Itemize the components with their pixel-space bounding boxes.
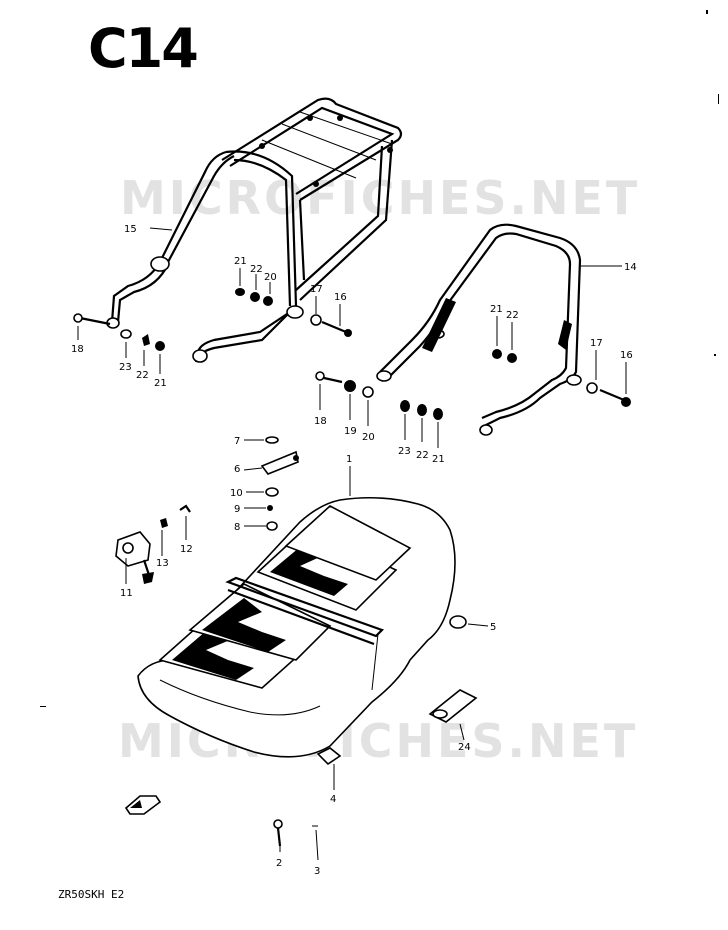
callout-22: 22 — [136, 370, 149, 381]
callout-22: 22 — [506, 310, 519, 321]
callout-22: 22 — [250, 264, 263, 275]
grab-rail-drawing — [376, 223, 582, 436]
callout-20: 20 — [362, 432, 375, 443]
callout-4: 4 — [330, 794, 336, 805]
callout-2: 2 — [276, 858, 282, 869]
page-code: C14 — [88, 17, 199, 80]
callout-13: 13 — [156, 558, 169, 569]
callout-16: 16 — [334, 292, 347, 303]
callout-11: 11 — [120, 588, 133, 599]
callout-22: 22 — [416, 450, 429, 461]
seat-drawing — [137, 496, 456, 758]
callout-17: 17 — [590, 338, 603, 349]
callout-12: 12 — [180, 544, 193, 555]
model-code: ZR50SKH E2 — [58, 888, 125, 901]
scan-mark — [706, 10, 708, 14]
callout-23: 23 — [398, 446, 411, 457]
callout-15: 15 — [124, 224, 137, 235]
callout-18: 18 — [71, 344, 84, 355]
callout-8: 8 — [234, 522, 240, 533]
callout-21: 21 — [490, 304, 503, 315]
scan-mark — [714, 354, 716, 356]
scan-mark — [40, 706, 46, 707]
leader-lines — [77, 227, 627, 861]
callout-21: 21 — [234, 256, 247, 267]
callout-7: 7 — [234, 436, 240, 447]
callout-labels: 15 14 21 22 20 17 16 18 23 22 21 21 22 1… — [71, 224, 637, 877]
callout-3: 3 — [314, 866, 320, 877]
callout-18: 18 — [314, 416, 327, 427]
callout-6: 6 — [234, 464, 240, 475]
callout-14: 14 — [624, 262, 637, 273]
callout-21: 21 — [154, 378, 167, 389]
scan-mark — [718, 94, 719, 104]
seat-lock-drawing — [115, 531, 154, 584]
callout-24: 24 — [458, 742, 471, 753]
callout-19: 19 — [344, 426, 357, 437]
callout-23: 23 — [119, 362, 132, 373]
callout-5: 5 — [490, 622, 496, 633]
callout-17: 17 — [310, 284, 323, 295]
hardware-drawings — [73, 288, 631, 847]
luggage-carrier-drawing — [106, 97, 403, 363]
callout-9: 9 — [234, 504, 240, 515]
callout-21: 21 — [432, 454, 445, 465]
callout-16: 16 — [620, 350, 633, 361]
callout-1: 1 — [346, 454, 352, 465]
callout-10: 10 — [230, 488, 243, 499]
callout-20: 20 — [264, 272, 277, 283]
